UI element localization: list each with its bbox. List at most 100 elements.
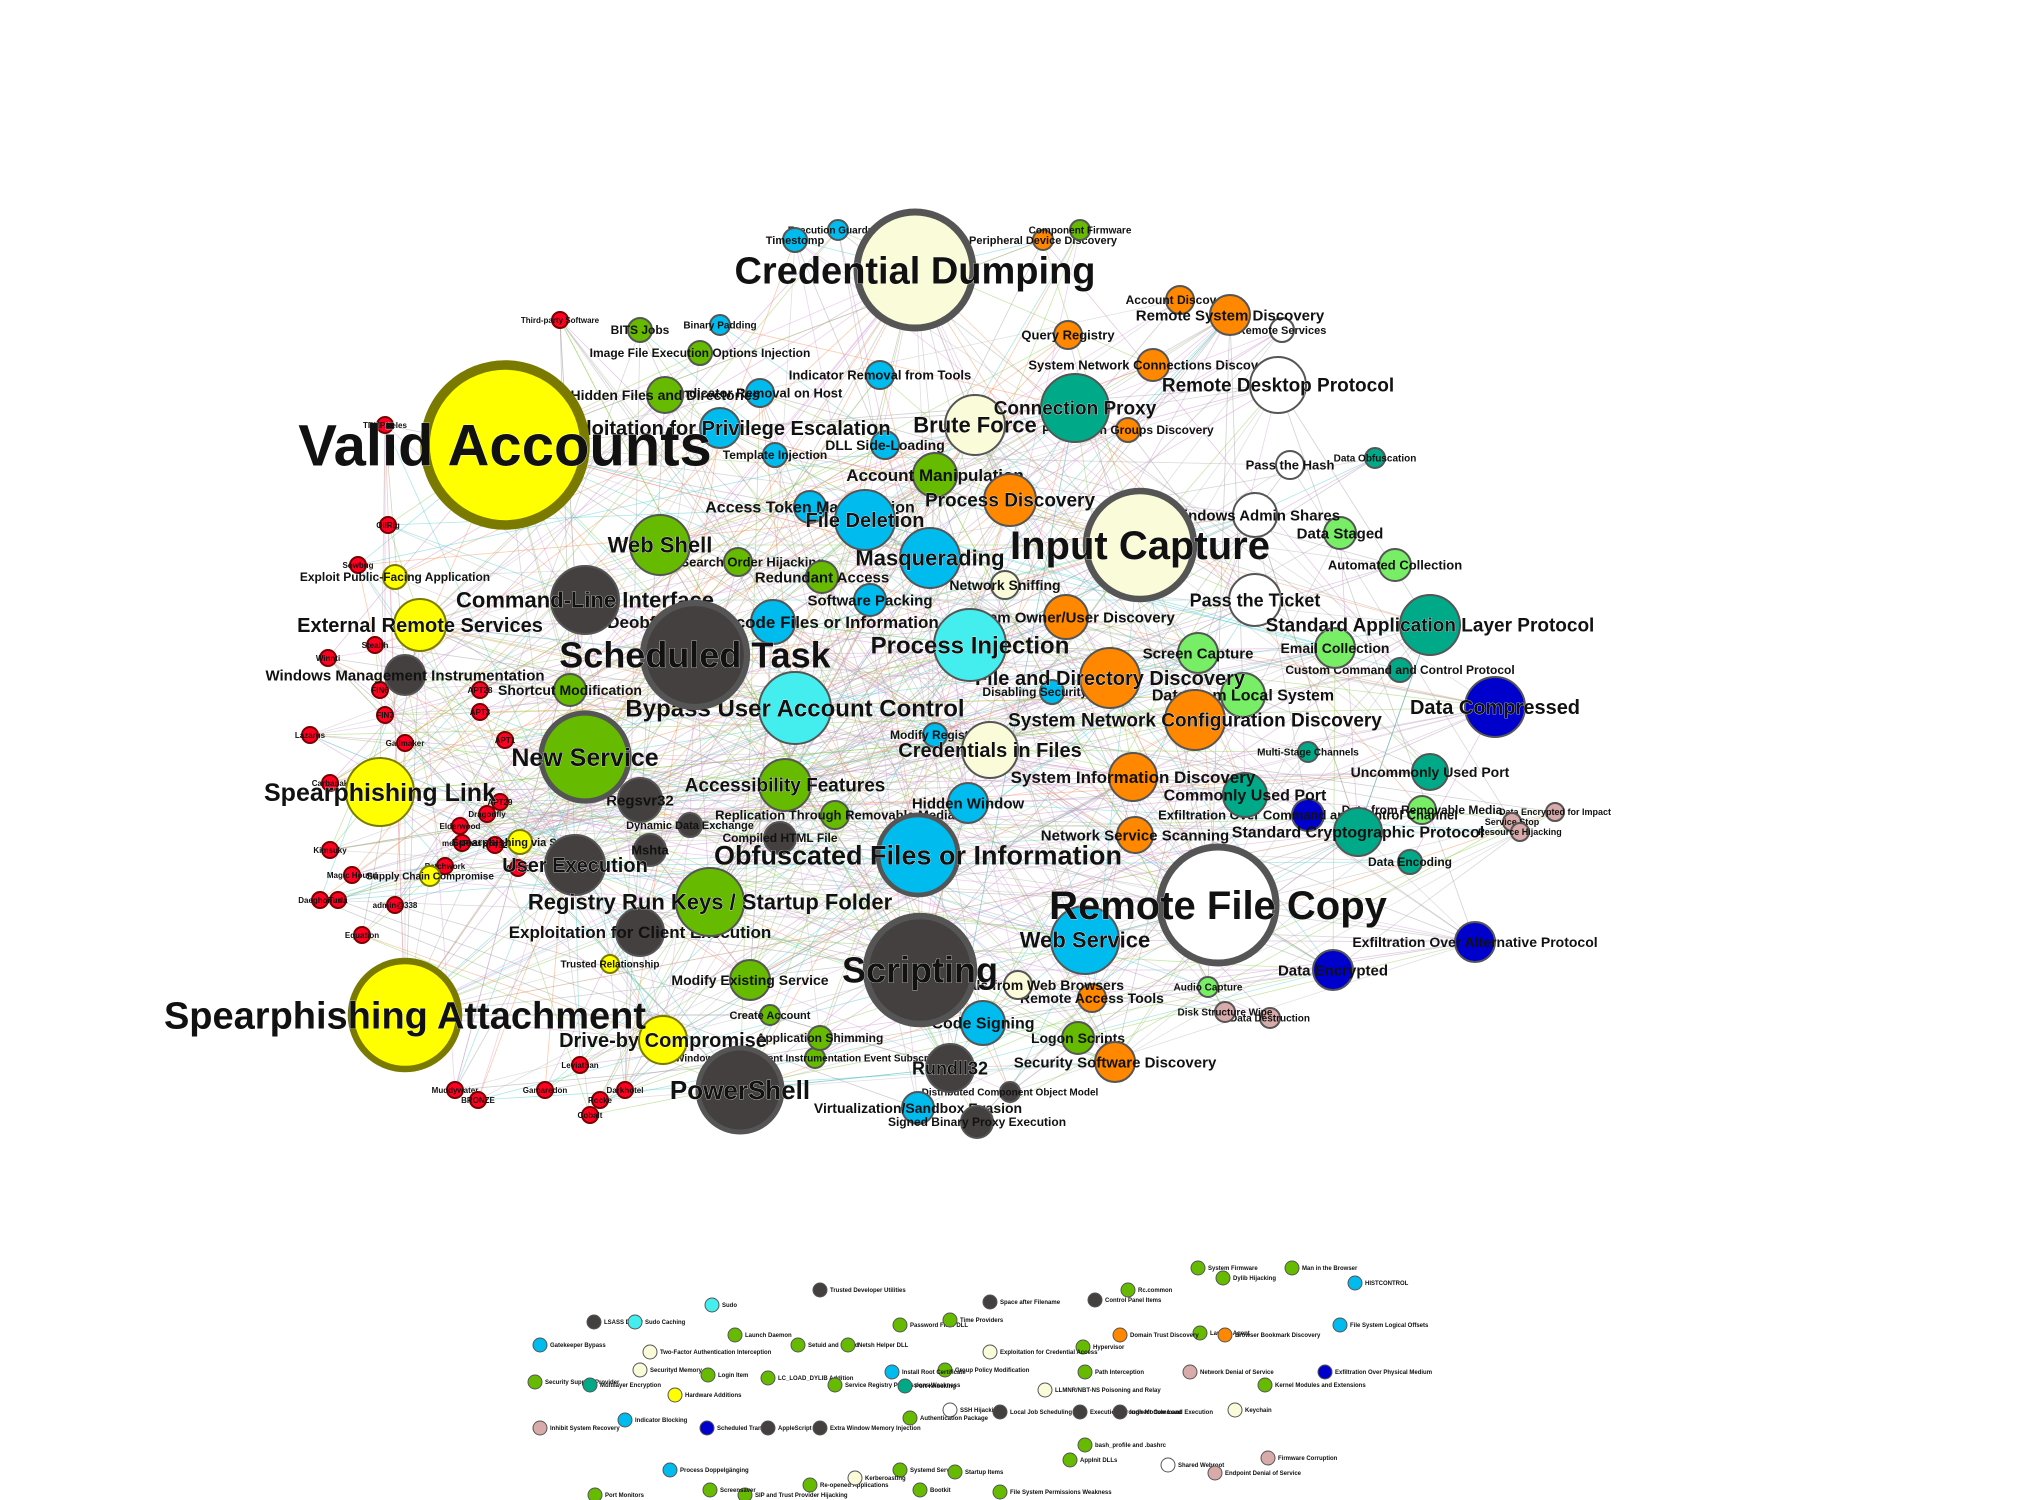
- node-modify-existing-service[interactable]: Modify Existing Service: [671, 959, 829, 1001]
- isolated-node-space-after-filename[interactable]: Space after Filename: [982, 1294, 1061, 1310]
- node-circle[interactable]: [1037, 1382, 1053, 1398]
- isolated-node-exfiltration-over-physical-medium[interactable]: Exfiltration Over Physical Medium: [1317, 1364, 1432, 1380]
- node-security-software-discovery[interactable]: Security Software Discovery: [1014, 1041, 1217, 1083]
- node-circle[interactable]: [912, 452, 958, 498]
- node-circle[interactable]: [311, 891, 329, 909]
- node-circle[interactable]: [1112, 1327, 1128, 1343]
- node-circle[interactable]: [812, 1420, 828, 1436]
- node-registry-run-keys-startup-folder[interactable]: Registry Run Keys / Startup Folder: [528, 867, 893, 937]
- node-query-registry[interactable]: Query Registry: [1021, 320, 1115, 350]
- node-circle[interactable]: [762, 442, 788, 468]
- node-lazarus[interactable]: Lazarus: [295, 726, 326, 744]
- node-standard-application-layer-protocol[interactable]: Standard Application Layer Protocol: [1265, 594, 1595, 656]
- node-multi-stage-channels[interactable]: Multi-Stage Channels: [1257, 741, 1359, 763]
- node-circle[interactable]: [396, 734, 414, 752]
- node-circle[interactable]: [1259, 1007, 1281, 1029]
- node-circle[interactable]: [1323, 516, 1357, 550]
- node-circle[interactable]: [586, 1314, 602, 1330]
- node-distributed-component-object-model[interactable]: Distributed Component Object Model: [922, 1081, 1099, 1103]
- node-patchwork[interactable]: Patchwork: [425, 857, 466, 875]
- node-circle[interactable]: [1222, 772, 1268, 818]
- node-circle[interactable]: [912, 1482, 928, 1498]
- node-winnti[interactable]: Winnti: [316, 649, 340, 667]
- node-circle[interactable]: [925, 1043, 975, 1093]
- node-circle[interactable]: [700, 1367, 716, 1383]
- node-circle[interactable]: [616, 1081, 634, 1099]
- isolated-node-control-panel-items[interactable]: Control Panel Items: [1087, 1292, 1162, 1308]
- node-circle[interactable]: [538, 710, 632, 804]
- isolated-node-gatekeeper-bypass[interactable]: Gatekeeper Bypass: [532, 1337, 606, 1353]
- node-circle[interactable]: [1053, 320, 1083, 350]
- node-circle[interactable]: [677, 812, 703, 838]
- node-code-signing[interactable]: Code Signing: [931, 1000, 1035, 1046]
- node-circle[interactable]: [892, 1317, 908, 1333]
- isolated-node-process-doppelg-nging[interactable]: Process Doppelgänging: [662, 1462, 749, 1478]
- isolated-node-install-root-certificate[interactable]: Install Root Certificate: [884, 1364, 966, 1380]
- node-circle[interactable]: [1260, 1450, 1276, 1466]
- node-circle[interactable]: [992, 1484, 1008, 1500]
- node-credentials-in-files[interactable]: Credentials in Files: [898, 721, 1082, 779]
- node-pass-the-hash[interactable]: Pass the Hash: [1246, 450, 1335, 480]
- node-circle[interactable]: [758, 758, 812, 812]
- node-windows-management-instrumentation[interactable]: Windows Management Instrumentation: [265, 654, 545, 696]
- node-circle[interactable]: [379, 516, 397, 534]
- node-account-manipulation[interactable]: Account Manipulation: [846, 452, 1024, 498]
- node-exploitation-for-privilege-escalation[interactable]: Exploitation for Privilege Escalation: [549, 407, 891, 449]
- node-circle[interactable]: [695, 1045, 785, 1135]
- node-file-and-directory-discovery[interactable]: File and Directory Discovery: [975, 647, 1246, 709]
- node-circle[interactable]: [386, 896, 404, 914]
- node-compiled-html-file[interactable]: Compiled HTML File: [722, 821, 838, 855]
- node-circle[interactable]: [617, 777, 663, 823]
- node-circle[interactable]: [633, 833, 667, 867]
- isolated-node-file-system-permissions-weakness[interactable]: File System Permissions Weakness: [992, 1484, 1112, 1500]
- node-binary-padding[interactable]: Binary Padding: [683, 314, 757, 336]
- node-screen-capture[interactable]: Screen Capture: [1143, 632, 1254, 674]
- node-system-network-configuration-discovery[interactable]: System Network Configuration Discovery: [1008, 689, 1383, 751]
- isolated-node-shared-webroot[interactable]: Shared Webroot: [1160, 1457, 1224, 1473]
- isolated-node-hardware-additions[interactable]: Hardware Additions: [667, 1387, 742, 1403]
- isolated-node-appinit-dlls[interactable]: AppInit DLLs: [1062, 1452, 1118, 1468]
- node-regsvr32[interactable]: Regsvr32: [606, 777, 674, 823]
- node-circle[interactable]: [321, 774, 339, 792]
- node-circle[interactable]: [1108, 752, 1158, 802]
- node-data-destruction[interactable]: Data Destruction: [1230, 1007, 1310, 1029]
- isolated-node-keychain[interactable]: Keychain: [1227, 1402, 1272, 1418]
- node-circle[interactable]: [790, 1337, 806, 1353]
- node-uncommonly-used-port[interactable]: Uncommonly Used Port: [1351, 753, 1510, 791]
- node-gallmaker[interactable]: Gallmaker: [386, 734, 425, 752]
- isolated-node-firmware-corruption[interactable]: Firmware Corruption: [1260, 1450, 1338, 1466]
- isolated-node-bash-profile-and-bashrc[interactable]: bash_profile and .bashrc: [1077, 1437, 1167, 1453]
- node-circle[interactable]: [699, 1420, 715, 1436]
- node-spearphishing-link[interactable]: Spearphishing Link: [264, 757, 496, 827]
- node-circle[interactable]: [1228, 573, 1282, 627]
- isolated-node-port-monitors[interactable]: Port Monitors: [587, 1487, 645, 1500]
- node-circle[interactable]: [638, 1015, 688, 1065]
- node-equation[interactable]: Equation: [345, 926, 379, 944]
- node-circle[interactable]: [347, 957, 463, 1073]
- node-command-line-interface[interactable]: Command-Line Interface: [456, 565, 714, 635]
- node-circle[interactable]: [840, 1337, 856, 1353]
- node-circle[interactable]: [453, 834, 471, 852]
- node-circle[interactable]: [901, 1091, 935, 1125]
- node-circle[interactable]: [1269, 317, 1295, 343]
- node-menupass[interactable]: menuPass: [442, 834, 483, 852]
- isolated-node-sip-and-trust-provider-hijacking[interactable]: SIP and Trust Provider Hijacking: [737, 1487, 848, 1500]
- node-circle[interactable]: [1249, 356, 1307, 414]
- node-circle[interactable]: [382, 564, 408, 590]
- node-circle[interactable]: [870, 430, 900, 460]
- node-circle[interactable]: [960, 1105, 994, 1139]
- node-circle[interactable]: [551, 311, 569, 329]
- isolated-node-extra-window-memory-injection[interactable]: Extra Window Memory Injection: [812, 1420, 921, 1436]
- node-circle[interactable]: [760, 1420, 776, 1436]
- node-circle[interactable]: [436, 857, 454, 875]
- node-circle[interactable]: [1120, 1282, 1136, 1298]
- node-stealth[interactable]: Stealth: [362, 636, 389, 654]
- node-circle[interactable]: [758, 671, 832, 745]
- node-circle[interactable]: [600, 954, 620, 974]
- node-circle[interactable]: [446, 1081, 464, 1099]
- node-obfuscated-files-or-information[interactable]: Obfuscated Files or Information: [714, 812, 1122, 898]
- node-software-packing[interactable]: Software Packing: [807, 583, 933, 617]
- node-circle[interactable]: [983, 473, 1037, 527]
- node-circle[interactable]: [1220, 672, 1266, 718]
- isolated-node-bootkit[interactable]: Bootkit: [912, 1482, 951, 1498]
